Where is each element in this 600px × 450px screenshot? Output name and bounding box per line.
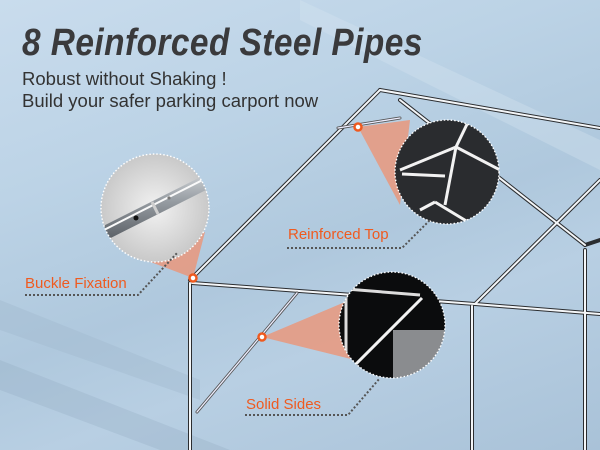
callout-buckle-fixation: Buckle Fixation: [25, 275, 127, 292]
subtitle-line-1: Robust without Shaking !: [22, 68, 227, 89]
buckle-fixation-zoom: [100, 153, 210, 263]
top-marker: [353, 122, 363, 132]
page-title: 8 Reinforced Steel Pipes: [22, 22, 423, 64]
callout-reinforced-top: Reinforced Top: [288, 226, 389, 243]
leader-lines: [25, 219, 431, 416]
reinforced-top-zoom: [394, 119, 500, 225]
buckle-marker: [188, 273, 198, 283]
subtitle-line-2: Build your safer parking carport now: [22, 90, 319, 111]
sides-marker: [257, 332, 267, 342]
solid-sides-zoom: [338, 271, 446, 379]
marker-dots: [188, 122, 363, 342]
callout-solid-sides: Solid Sides: [246, 396, 322, 413]
